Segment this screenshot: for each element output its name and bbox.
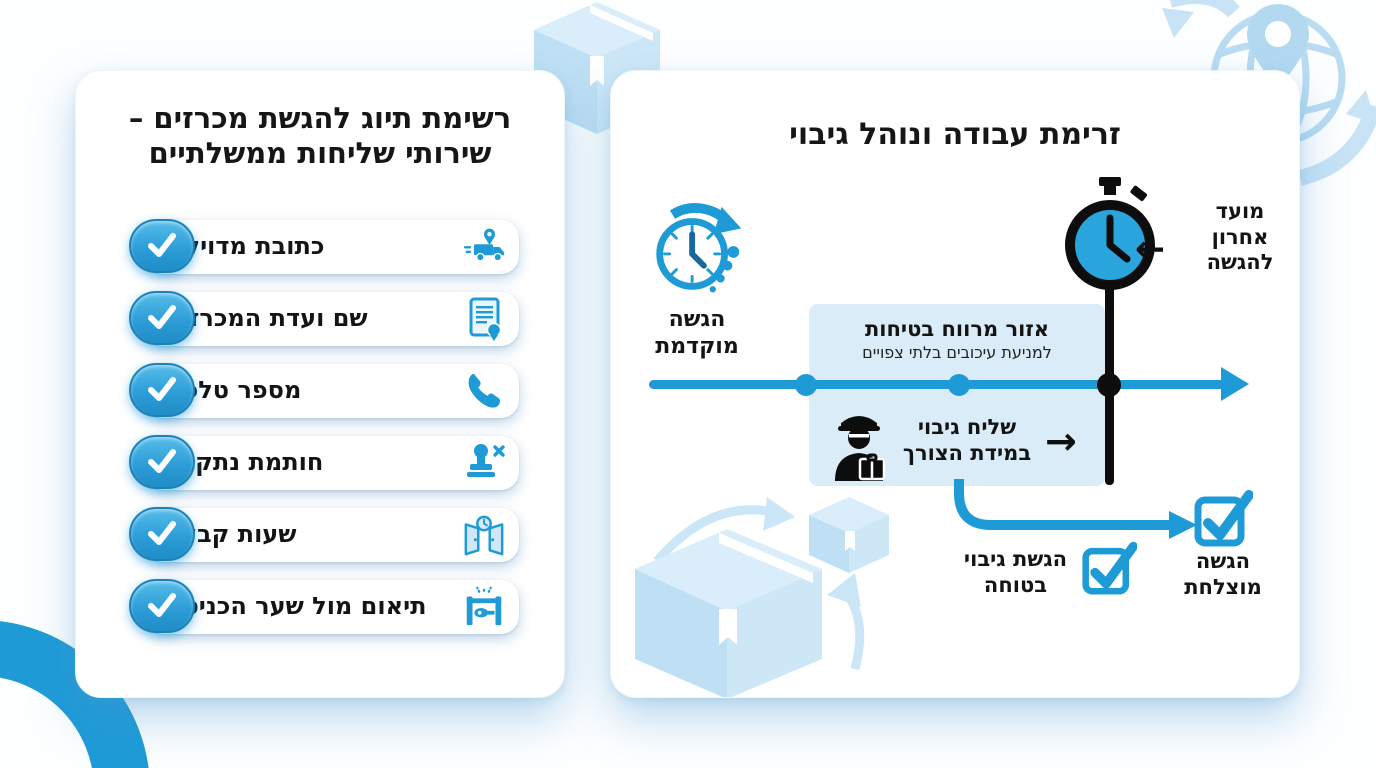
item-pill: [146, 580, 519, 634]
stopwatch-icon: [1065, 177, 1155, 290]
check-icon: [148, 593, 176, 617]
received-stamp-icon: [462, 441, 506, 485]
open-doors-clock-icon: [462, 513, 506, 557]
item-pill: [146, 436, 519, 490]
parcels-watermark-icon: [635, 497, 889, 697]
document-seal-icon: [462, 297, 506, 341]
item-label: שעות קבלה: [166, 520, 297, 548]
courier-arrow-icon: →: [1045, 419, 1077, 463]
item-label: תיאום מול שער הכניסה: [166, 592, 427, 620]
check-icon: [148, 449, 176, 473]
workflow-title: זרימת עבודה ונוהל גיבוי: [789, 117, 1121, 152]
item-label: חותמת נתקבל: [166, 448, 324, 476]
deadline-label: מועד אחרון להגשה: [1206, 199, 1274, 275]
checklist-item: שעות קבלה: [76, 505, 564, 563]
backup-submission-label: הגשת גיבוי בטוחה: [963, 547, 1068, 597]
check-badge: [129, 363, 195, 417]
safety-zone-title: אזור מרווח בטיחות: [864, 317, 1050, 341]
backup-courier-label: שליח גיבוי במידת הצורך: [902, 415, 1032, 465]
success-checkbox-icon: [1194, 490, 1253, 547]
item-pill: [146, 220, 519, 274]
branch-arrow: [954, 479, 1197, 539]
backup-checkbox-icon: [1082, 541, 1137, 595]
check-badge: [129, 435, 195, 489]
check-badge: [129, 507, 195, 561]
timeline-arrowhead-icon: [1221, 367, 1249, 401]
early-clock-icon: [656, 203, 742, 293]
item-label: מספר טלפון: [166, 376, 302, 404]
deadline-arrow-icon: ←: [1135, 229, 1166, 270]
timeline-arrow: [649, 380, 1229, 389]
entrance-gate-icon: [462, 585, 506, 629]
early-submission-label: הגשה מוקדמת: [655, 307, 739, 359]
item-label: כתובת מדויקת: [166, 232, 325, 260]
check-icon: [148, 521, 176, 545]
delivery-truck-pin-icon: [462, 225, 506, 269]
workflow-panel: זרימת עבודה ונוהל גיבוי הגשה מוקדמת אזור…: [610, 70, 1300, 698]
check-icon: [148, 305, 176, 329]
success-label: הגשה מוצלחת: [1184, 549, 1262, 599]
timeline-dot: [795, 374, 817, 396]
timeline-dot: [948, 374, 970, 396]
checklist-item: חותמת נתקבל: [76, 433, 564, 491]
checklist-item: שם ועדת המכרזים: [76, 289, 564, 347]
safety-zone-subtitle: למניעת עיכובים בלתי צפויים: [862, 343, 1052, 362]
item-pill: [146, 508, 519, 562]
phone-icon: [462, 369, 506, 413]
item-pill: [146, 292, 519, 346]
checklist-item: כתובת מדויקת: [76, 217, 564, 275]
check-icon: [148, 377, 176, 401]
deadline-marker-line: [1105, 285, 1114, 485]
check-badge: [129, 579, 195, 633]
checklist-title: רשימת תיוג להגשת מכרזים – שירותי שליחות …: [76, 101, 564, 172]
checklist-title-line1: רשימת תיוג להגשת מכרזים –: [128, 101, 512, 135]
item-pill: [146, 364, 519, 418]
check-badge: [129, 219, 195, 273]
checklist-panel: רשימת תיוג להגשת מכרזים – שירותי שליחות …: [75, 70, 565, 698]
checklist-item: תיאום מול שער הכניסה: [76, 577, 564, 635]
checklist-title-line2: שירותי שליחות ממשלתיים: [148, 136, 492, 171]
check-icon: [148, 233, 176, 257]
item-label: שם ועדת המכרזים: [166, 304, 368, 332]
checklist-item: מספר טלפון: [76, 361, 564, 419]
courier-icon: [835, 416, 886, 481]
check-badge: [129, 291, 195, 345]
